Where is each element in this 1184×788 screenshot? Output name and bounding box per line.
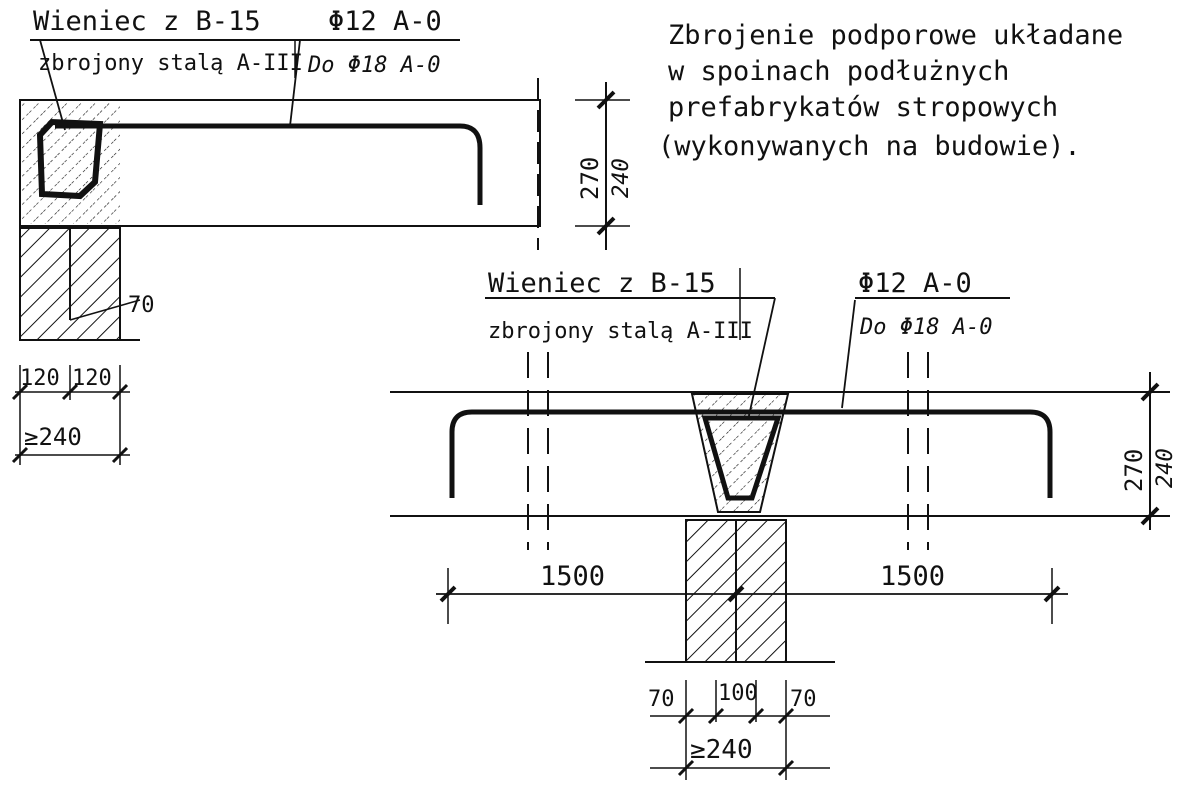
right-height-slab: 240 <box>1153 448 1178 488</box>
left-slab-outline <box>19 99 541 227</box>
left-ring-beam-label: Wieniec z B-15 <box>33 6 261 37</box>
right-detail: Wieniec z B-15 zbrojony stalą A-III Φ12 … <box>390 268 1178 780</box>
left-height-slab: 240 <box>609 158 634 198</box>
right-bar-label: Φ12 A-0 <box>858 268 972 299</box>
left-main-bar <box>55 123 483 205</box>
left-height-total: 270 <box>576 157 604 200</box>
left-bar-alt-label: Do Φ18 A-0 <box>307 53 440 78</box>
left-bar-label: Φ12 A-0 <box>328 6 442 37</box>
left-dim-70: 70 <box>128 293 155 318</box>
right-dim-70-right: 70 <box>790 687 817 712</box>
left-dim-120-b: 120 <box>72 366 112 391</box>
right-dim-min-wall: ≥240 <box>690 735 753 765</box>
note-block: Zbrojenie podporowe układane w spoinach … <box>658 20 1123 162</box>
right-span-left: 1500 <box>540 561 605 592</box>
right-ring-beam-label: Wieniec z B-15 <box>488 268 716 299</box>
note-line-1: Zbrojenie podporowe układane <box>668 20 1123 51</box>
right-bar-alt-label: Do Φ18 A-0 <box>859 315 992 340</box>
right-ring-beam-concrete <box>690 393 790 513</box>
right-height-total: 270 <box>1120 449 1148 492</box>
right-span-right: 1500 <box>880 561 945 592</box>
note-line-3: prefabrykatów stropowych <box>668 92 1058 123</box>
right-dim-70-left: 70 <box>648 687 675 712</box>
right-dim-100: 100 <box>718 681 758 706</box>
note-line-2: w spoinach podłużnych <box>668 56 1009 87</box>
right-bar-leader <box>841 299 856 409</box>
left-ring-beam-rebar-label: zbrojony stalą A-III <box>38 51 303 76</box>
left-dim-120-a: 120 <box>20 366 60 391</box>
right-stirrup <box>701 415 782 501</box>
left-stirrup <box>36 118 104 200</box>
left-detail: Wieniec z B-15 zbrojony stalą A-III Φ12 … <box>11 6 634 465</box>
bar-leader <box>289 39 301 127</box>
note-line-4: (wykonywanych na budowie). <box>658 131 1081 162</box>
left-dim-min-wall: ≥240 <box>24 423 82 451</box>
right-ring-beam-rebar-label: zbrojony stalą A-III <box>488 319 753 344</box>
